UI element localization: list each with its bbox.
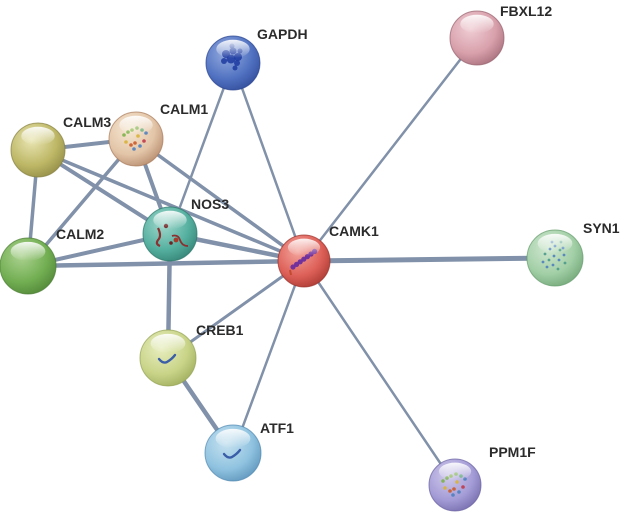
node-label-nos3: NOS3 (191, 196, 229, 212)
node-label-calm1: CALM1 (160, 101, 208, 117)
protein-structure-icon (157, 353, 177, 364)
edge-gapdh-camk1[interactable] (231, 61, 306, 263)
node-atf1[interactable] (204, 424, 262, 482)
node-syn1[interactable] (526, 229, 584, 287)
protein-structure-icon (222, 448, 242, 459)
sphere-gloss-highlight (537, 233, 573, 253)
sphere-gloss-highlight (438, 462, 472, 481)
sphere-gloss-highlight (119, 115, 153, 135)
sphere-gloss-highlight (460, 14, 494, 34)
sphere-gloss-highlight (150, 333, 186, 353)
node-calm2[interactable] (0, 237, 57, 295)
edge-atf1-camk1[interactable] (231, 259, 306, 455)
sphere-gloss-highlight (215, 428, 251, 448)
node-gapdh[interactable] (205, 35, 261, 91)
node-label-camk1: CAMK1 (329, 223, 379, 239)
node-nos3[interactable] (142, 206, 198, 262)
node-calm1[interactable] (108, 111, 164, 167)
edge-calm1-camk1[interactable] (134, 137, 306, 263)
node-label-calm2: CALM2 (56, 226, 104, 242)
sphere-gloss-highlight (287, 238, 321, 257)
node-label-gapdh: GAPDH (257, 26, 308, 42)
node-fbxl12[interactable] (449, 10, 505, 66)
node-label-ppm1f: PPM1F (489, 444, 536, 460)
node-label-atf1: ATF1 (260, 420, 294, 436)
edge-syn1-camk1[interactable] (301, 255, 558, 264)
edge-calm3-camk1[interactable] (36, 148, 306, 263)
edge-ppm1f-camk1[interactable] (302, 259, 457, 487)
node-camk1[interactable] (277, 234, 331, 288)
node-ppm1f[interactable] (428, 458, 482, 512)
node-label-fbxl12: FBXL12 (500, 3, 552, 19)
sphere-gloss-highlight (216, 39, 250, 59)
edge-fbxl12-camk1[interactable] (302, 36, 479, 263)
edge-calm2-camk1[interactable] (25, 258, 307, 269)
node-creb1[interactable] (139, 329, 197, 387)
node-label-calm3: CALM3 (63, 114, 111, 130)
edge-nos3-gapdh[interactable] (168, 61, 235, 236)
node-label-syn1: SYN1 (583, 220, 620, 236)
sphere-gloss-highlight (10, 241, 46, 261)
node-calm3[interactable] (10, 122, 66, 178)
node-label-creb1: CREB1 (196, 322, 244, 338)
sphere-gloss-highlight (153, 210, 187, 230)
sphere-gloss-highlight (21, 126, 55, 146)
